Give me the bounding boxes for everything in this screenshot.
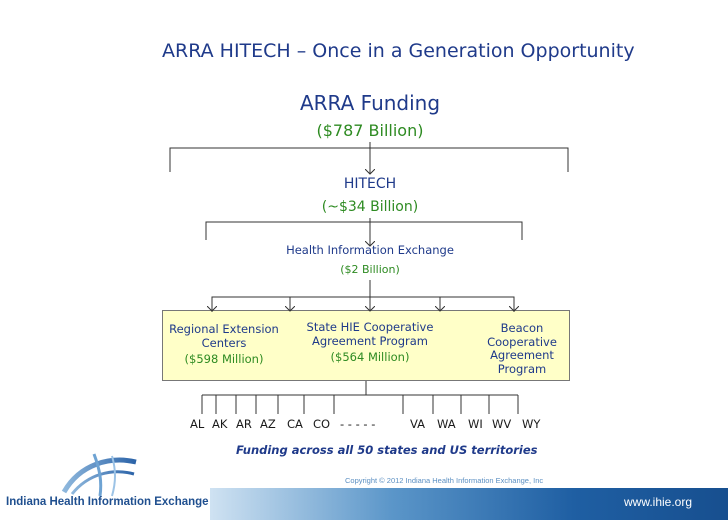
copyright-text: Copyright © 2012 Indiana Health Informat… <box>345 476 544 485</box>
state-label: - - - - - <box>340 417 376 431</box>
page-title: ARRA HITECH – Once in a Generation Oppor… <box>162 40 635 62</box>
footer-bar <box>210 488 728 520</box>
program-rec-line1: Regional Extension <box>169 322 279 336</box>
program-state-hie: State HIE Cooperative Agreement Program … <box>292 320 448 364</box>
program-state-hie-line1: State HIE Cooperative <box>306 320 434 334</box>
state-label: CA <box>287 417 303 431</box>
hie-title: Health Information Exchange <box>286 243 454 257</box>
website-link[interactable]: www.ihie.org <box>624 495 693 509</box>
arra-bracket <box>169 147 569 172</box>
ihie-logo-icon <box>61 453 137 497</box>
program-rec-amount: ($598 Million) <box>184 352 264 366</box>
program-state-hie-amount: ($564 Million) <box>330 350 410 364</box>
program-state-hie-line2: Agreement Program <box>311 334 429 348</box>
state-label: AZ <box>260 417 276 431</box>
program-beacon-line3: Agreement <box>490 348 554 362</box>
hitech-bracket <box>205 221 523 240</box>
state-label: WI <box>468 417 483 431</box>
hie-bracket <box>211 296 515 312</box>
hitech-amount: (~$34 Billion) <box>321 199 419 215</box>
state-label: CO <box>313 417 331 431</box>
funding-note: Funding across all 50 states and US terr… <box>236 443 538 457</box>
arra-amount: ($787 Billion) <box>316 121 424 140</box>
state-list: AL AK AR AZ CA CO - - - - - VA WA WI WV … <box>0 417 728 433</box>
state-label: WA <box>437 417 456 431</box>
arra-title: ARRA Funding <box>299 91 441 115</box>
program-rec-line2: Centers <box>201 336 247 350</box>
program-beacon-line2: Cooperative <box>487 334 557 349</box>
state-label: AL <box>190 417 205 431</box>
state-label: AR <box>236 417 252 431</box>
program-beacon-line4: Program <box>497 361 547 376</box>
program-rec: Regional Extension Centers ($598 Million… <box>164 322 284 366</box>
state-label: WV <box>492 417 512 431</box>
state-label: WY <box>522 417 541 431</box>
hie-amount: ($2 Billion) <box>340 263 400 276</box>
footer-left <box>0 488 210 520</box>
program-beacon: Beacon Cooperative Agreement Program <box>476 321 568 376</box>
state-label: AK <box>212 417 228 431</box>
state-label: VA <box>410 417 425 431</box>
program-beacon-line1: Beacon <box>500 321 544 335</box>
logo-text: Indiana Health Information Exchange <box>6 496 209 508</box>
program-box <box>162 310 570 381</box>
hitech-title: HITECH <box>343 176 397 192</box>
